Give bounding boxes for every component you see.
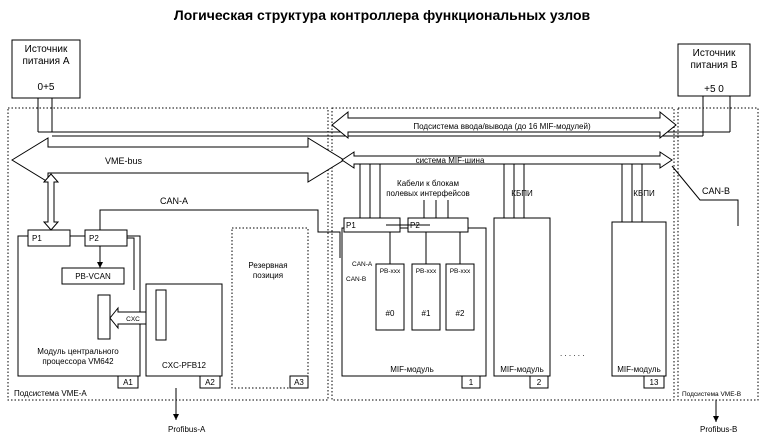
a2-badge	[199, 375, 221, 389]
a2-label: A2	[205, 378, 215, 387]
cables-line2: полевых интерфейсов	[386, 189, 470, 198]
mif13-number: 13	[650, 378, 659, 387]
mif2-label: MIF-модуль	[500, 365, 544, 374]
can-a-small-label: CAN-A	[352, 261, 373, 268]
can-b-line	[671, 165, 739, 226]
cxc-pfb12-module: CXC-PFB12 A2	[145, 283, 223, 389]
reserve-position: Резервная позиция A3	[231, 227, 309, 389]
cxc-pfb-connector	[155, 289, 167, 341]
pb-slot-2-label: PB-xxx	[450, 268, 471, 275]
mif2-number: 2	[537, 378, 542, 387]
cpu-module-line1: Модуль центрального	[37, 347, 119, 356]
vme-bus-label: VME-bus	[105, 156, 143, 166]
mif-module-13: КБПИ MIF-модуль 13	[611, 164, 667, 389]
mif1-label: MIF-модуль	[390, 365, 434, 374]
vme-bus-arrow	[11, 137, 345, 183]
power-b-line2: питания В	[690, 60, 737, 71]
mif-module-1: P1 P2 Кабели к блокам полевых интерфейсо…	[341, 179, 487, 389]
pb-slot-1-label: PB-xxx	[416, 268, 437, 275]
a3-label: A3	[294, 378, 304, 387]
profibus-a-label: Profibus-A	[168, 425, 206, 434]
io-subsystem-bus-arrow	[331, 110, 677, 140]
power-b-line1: Источник	[693, 48, 736, 59]
slot-2-id: #2	[456, 309, 465, 318]
can-b-small-label: CAN-B	[346, 276, 366, 283]
mif1-number: 1	[469, 378, 474, 387]
kbpi-1-label: КБПИ	[511, 189, 533, 198]
pb-slot-2: PB-xxx #2	[445, 263, 475, 331]
can-a-line	[99, 209, 341, 258]
slot-0-id: #0	[386, 309, 395, 318]
power-a-line2: питания А	[22, 56, 69, 67]
mif13-label: MIF-модуль	[617, 365, 661, 374]
cpu-cxc-connector	[97, 294, 111, 340]
p2-to-cxc-pfb-line	[127, 237, 135, 290]
diagram-title: Логическая структура контроллера функцио…	[174, 7, 591, 23]
power-source-a: Источник питания А 0+5	[11, 39, 81, 99]
cpu-module-line2: процессора VM642	[42, 357, 114, 366]
io-subsystem-label: Подсистема ввода/вывода (до 16 MIF-модул…	[413, 122, 591, 131]
io-subsystem-frame	[331, 107, 675, 401]
mif1-p1-label: P1	[346, 221, 356, 230]
mif13-number-badge	[643, 375, 665, 389]
pb-vcan-label: PB-VCAN	[75, 272, 111, 281]
slot-1-id: #1	[422, 309, 431, 318]
pb-slot-0: PB-xxx #0	[375, 263, 405, 331]
subsystem-vme-a-frame	[7, 107, 329, 401]
subsystem-a-label: Подсистема VME-А	[14, 389, 87, 398]
cpu-p2-label: P2	[89, 234, 99, 243]
pb-slot-1: PB-xxx #1	[411, 263, 441, 331]
cxc-pfb-label: CXC-PFB12	[162, 361, 207, 370]
power-a-line1: Источник	[25, 44, 68, 55]
mif-module-2: КБПИ MIF-модуль 2	[493, 164, 551, 389]
cxc-label: CXC	[126, 316, 140, 323]
can-a-label: CAN-A	[160, 196, 188, 206]
cpu-module: P1 P2 PB-VCAN Модуль центрального процес…	[17, 173, 141, 389]
p1-vme-arrow	[42, 173, 60, 231]
subsystem-vme-b-frame	[677, 107, 759, 401]
power-source-b: Источник питания В +5 0	[677, 43, 751, 97]
reserve-line1: Резервная	[248, 261, 287, 270]
power-b-voltage: +5 0	[704, 84, 724, 95]
reserve-line2: позиция	[253, 271, 283, 280]
mif-bus-label: система MIF-шина	[416, 156, 485, 165]
a3-badge	[289, 375, 309, 389]
power-a-voltage: 0+5	[38, 82, 55, 93]
a1-label: A1	[123, 378, 133, 387]
cables-line1: Кабели к блокам	[397, 179, 459, 188]
profibus-b-label: Profibus-B	[700, 425, 737, 434]
mif2-number-badge	[529, 375, 549, 389]
pb-vcan-box	[61, 267, 125, 285]
mif-bus-arrow	[341, 151, 673, 169]
a1-badge	[117, 375, 139, 389]
kbpi-2-label: КБПИ	[633, 189, 655, 198]
mif1-bus-lines	[359, 164, 461, 264]
subsystem-b-label: Подсистема VME-B	[682, 391, 741, 398]
can-b-label: CAN-B	[702, 186, 730, 196]
cpu-p1-label: P1	[32, 234, 42, 243]
mif1-number-badge	[461, 375, 481, 389]
pb-slot-0-label: PB-xxx	[380, 268, 401, 275]
ellipsis-dots: . . . . . .	[560, 349, 584, 358]
cpu-p1-connector	[27, 229, 71, 247]
